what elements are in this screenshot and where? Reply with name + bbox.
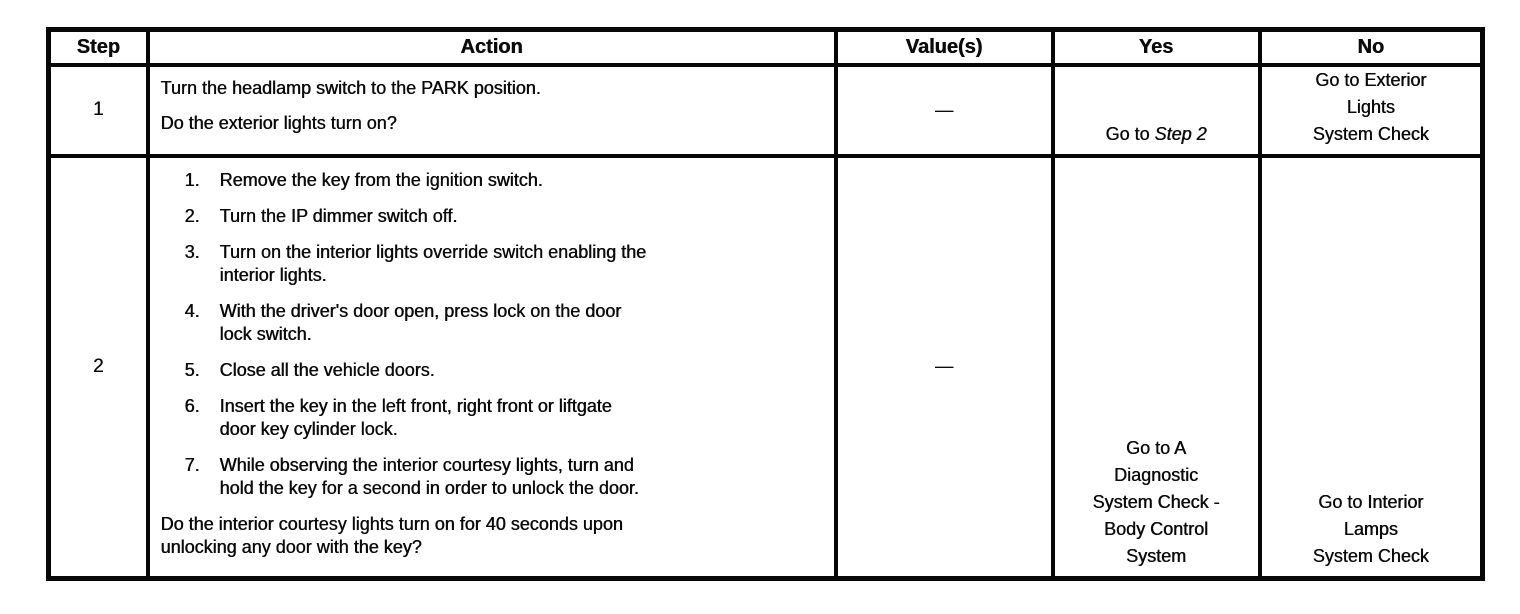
yes-text: Go to (1105, 123, 1155, 144)
action-step-text: Turn the IP dimmer switch off. (219, 205, 458, 226)
no-cell: Go to Interior Lamps System Check (1257, 153, 1485, 581)
action-step-item: 3. Turn on the interior lights override s… (158, 241, 826, 287)
header-row: Step Action Value(s) Yes No (46, 27, 1485, 67)
action-step-item: 2. Turn the IP dimmer switch off. (158, 205, 826, 228)
action-step-number: 4. (184, 300, 200, 321)
action-step-text: Insert the key in the left front, right … (219, 395, 612, 439)
action-step-number: 2. (184, 205, 200, 226)
action-step-item: 7. While observing the interior courtesy … (158, 454, 826, 500)
action-step-text: Remove the key from the ignition switch. (219, 169, 543, 190)
header-step: Step (46, 27, 150, 67)
action-question: Do the interior courtesy lights turn on … (160, 513, 623, 557)
action-step-number: 3. (184, 241, 200, 262)
action-step-item: 4. With the driver's door open, press loc… (158, 300, 826, 346)
action-step-number: 6. (184, 395, 200, 416)
action-step-text: Turn on the interior lights override swi… (219, 241, 647, 285)
action-cell: 1. Remove the key from the ignition switc… (145, 153, 838, 581)
yes-cell: Go to A Diagnostic System Check - Body C… (1050, 153, 1262, 581)
yes-cell: Go to Step 2 (1050, 62, 1262, 158)
step-number: 1 (46, 62, 150, 158)
yes-step-reference: Step 2 (1154, 123, 1207, 144)
action-step-number: 5. (184, 359, 200, 380)
values-cell: — (833, 62, 1055, 158)
header-yes: Yes (1050, 27, 1262, 67)
action-question: Do the exterior lights turn on? (160, 112, 397, 133)
action-step-text: Close all the vehicle doors. (219, 359, 435, 380)
header-no: No (1257, 27, 1485, 67)
table-row-step-1: 1 Turn the headlamp switch to the PARK p… (46, 62, 1485, 158)
action-step-text: While observing the interior courtesy li… (219, 454, 639, 498)
action-step-number: 7. (184, 454, 200, 475)
action-step-item: 1. Remove the key from the ignition switc… (158, 169, 826, 192)
header-values: Value(s) (833, 27, 1055, 67)
no-cell: Go to Exterior Lights System Check (1257, 62, 1485, 158)
action-steps-list: 1. Remove the key from the ignition switc… (158, 169, 826, 500)
values-cell: — (833, 153, 1055, 581)
action-step-number: 1. (184, 169, 200, 190)
action-instruction: Turn the headlamp switch to the PARK pos… (160, 77, 541, 98)
diagnostic-table: Step Action Value(s) Yes No 1 Turn the h… (46, 27, 1485, 581)
action-step-item: 6. Insert the key in the left front, righ… (158, 395, 826, 441)
action-step-item: 5. Close all the vehicle doors. (158, 359, 826, 382)
step-number: 2 (46, 153, 150, 581)
action-cell: Turn the headlamp switch to the PARK pos… (145, 62, 838, 158)
table-row-step-2: 2 1. Remove the key from the ignition swi… (46, 153, 1485, 581)
action-step-text: With the driver's door open, press lock … (219, 300, 622, 344)
header-action: Action (145, 27, 838, 67)
